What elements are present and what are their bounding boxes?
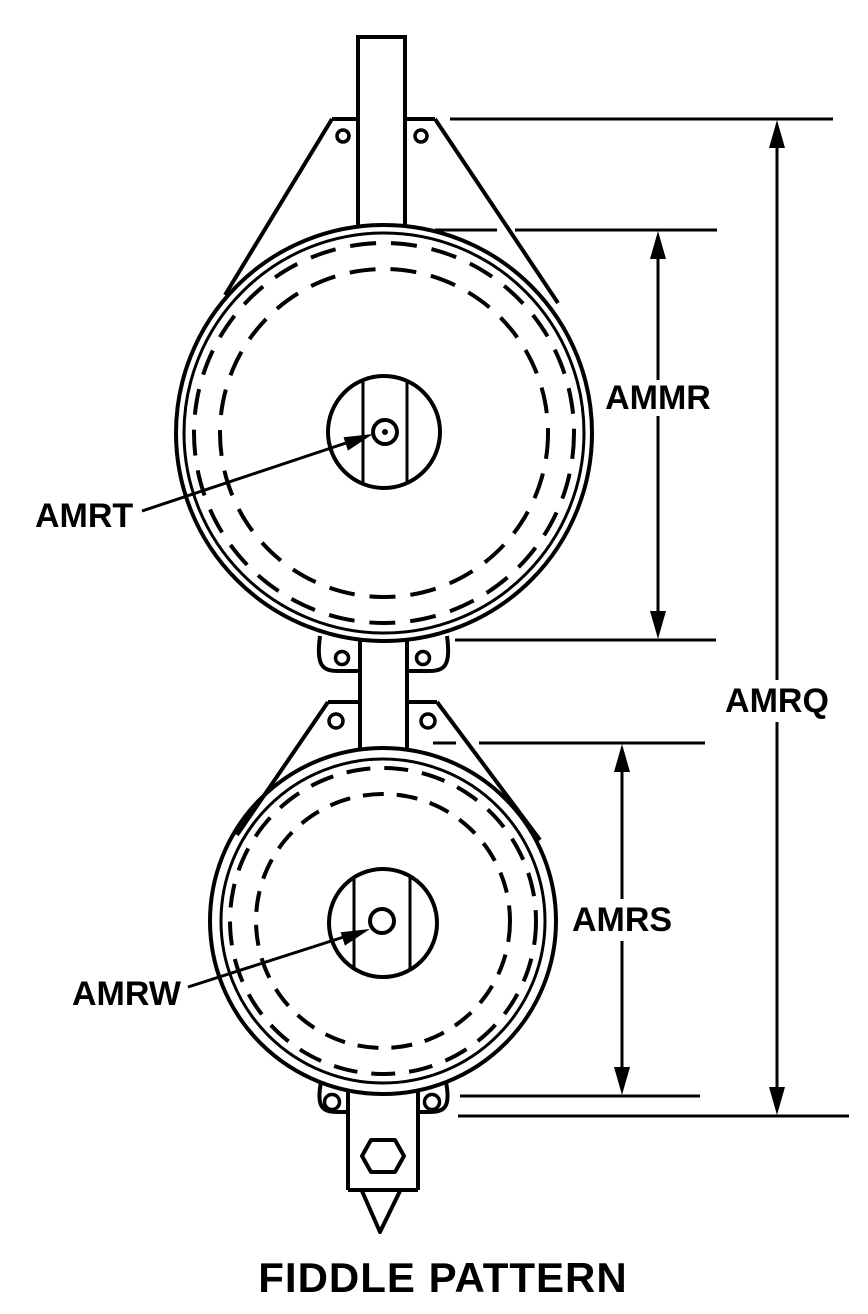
hex-nut	[360, 1138, 406, 1174]
lower-lug-left	[317, 1081, 348, 1114]
lower-center-hole	[368, 907, 396, 935]
lower-hub	[327, 867, 439, 979]
upper-lug-left	[316, 635, 360, 673]
lower-groove-hidden-circle	[254, 792, 512, 1050]
lower-bottom-lugs	[317, 1081, 450, 1114]
lower-block	[208, 700, 558, 1234]
amrs-label: AMRS	[572, 901, 672, 939]
lower-plate-hole-left	[327, 712, 345, 730]
amrs-arrow-down	[614, 1067, 630, 1095]
amrw-leader-line	[187, 933, 351, 989]
lower-lug-hole-left	[322, 1092, 342, 1112]
upper-lug-hole-right	[414, 649, 432, 667]
upper-housing-inner-circle	[182, 231, 586, 635]
amrt-label: AMRT	[35, 497, 133, 535]
upper-strap	[356, 35, 407, 227]
upper-plate-right-slant	[433, 117, 560, 305]
lower-hub-circle	[327, 867, 439, 979]
lower-lug-right	[418, 1081, 450, 1114]
lower-side-plate	[235, 700, 542, 842]
upper-block	[174, 35, 594, 673]
upper-sheave-housing	[174, 223, 594, 643]
amrq-arrow-up	[769, 120, 785, 148]
upper-lug-hole-left	[333, 649, 351, 667]
upper-sheave-hidden-circle	[192, 241, 576, 625]
amrw-leader-arrow	[340, 929, 370, 946]
ammr-arrow-down	[650, 611, 666, 639]
lower-sheave-housing	[208, 746, 558, 1096]
dimension-amrs: AMRS	[433, 741, 705, 1098]
lower-lug-hole-right	[422, 1092, 442, 1112]
callout-amrw: AMRW	[72, 929, 370, 1013]
lower-plate-hole-right	[419, 712, 437, 730]
upper-plate-left-slant	[223, 117, 334, 297]
lower-plate-left-slant	[235, 700, 330, 837]
dimension-ammr: AMMR	[435, 228, 717, 642]
dimension-amrq: AMRQ	[450, 117, 849, 1118]
upper-hub	[326, 374, 442, 490]
amrt-leader-line	[141, 439, 353, 513]
amrw-label: AMRW	[72, 975, 182, 1013]
upper-plate-hole-left	[335, 128, 351, 144]
amrs-arrow-up	[614, 744, 630, 772]
ammr-label: AMMR	[605, 379, 711, 417]
upper-pin-center-dot	[382, 429, 388, 435]
upper-housing-outer-circle	[174, 223, 594, 643]
upper-side-plate	[223, 117, 560, 305]
upper-pin-circle	[371, 418, 399, 446]
upper-plate-hole-right	[413, 128, 429, 144]
upper-lug-right	[407, 635, 451, 673]
lower-housing-inner-circle	[219, 757, 547, 1085]
upper-bottom-lugs	[316, 635, 451, 673]
amrq-arrow-down	[769, 1087, 785, 1115]
ammr-arrow-up	[650, 231, 666, 259]
center-strap	[358, 639, 409, 749]
lower-housing-outer-circle	[208, 746, 558, 1096]
becket-assembly	[346, 1091, 420, 1234]
drawing-title: FIDDLE PATTERN	[258, 1254, 627, 1301]
callout-amrt: AMRT	[35, 434, 373, 535]
upper-groove-hidden-circle	[218, 267, 550, 599]
amrt-leader-arrow	[343, 434, 373, 451]
lower-sheave-hidden-circle	[228, 766, 538, 1076]
spike-tip	[360, 1190, 402, 1234]
becket-strap	[346, 1091, 420, 1192]
amrq-label: AMRQ	[725, 682, 829, 720]
